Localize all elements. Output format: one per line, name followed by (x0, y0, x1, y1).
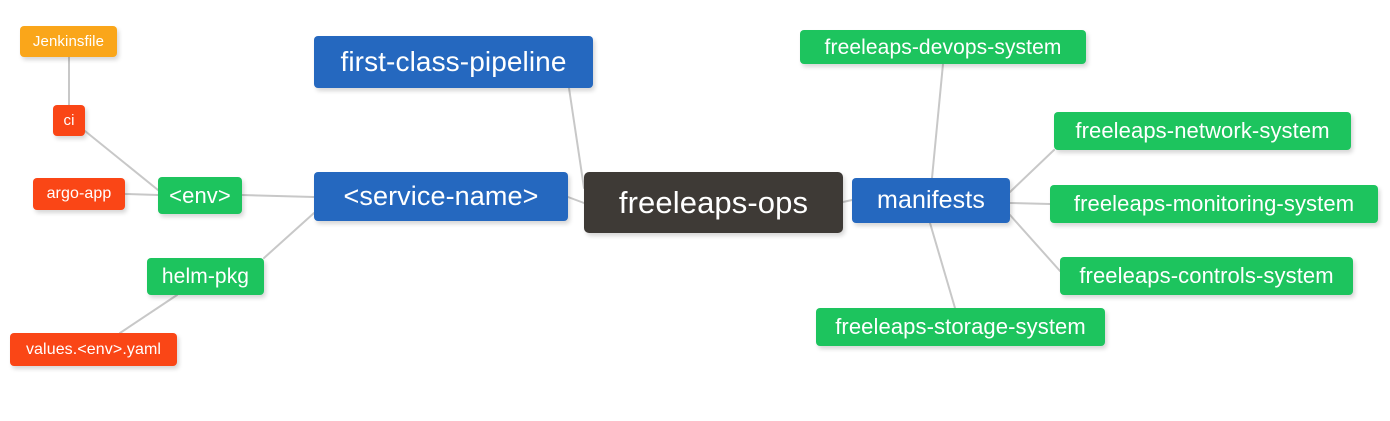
edge-manifests-to-freeleaps-controls-system (1009, 214, 1061, 272)
node-first-class-pipeline[interactable]: first-class-pipeline (314, 36, 593, 88)
edge-service-name-to-helm-pkg (263, 212, 315, 259)
node-ci[interactable]: ci (53, 105, 85, 136)
node-freeleaps-storage-system[interactable]: freeleaps-storage-system (816, 308, 1105, 346)
node-freeleaps-network-system[interactable]: freeleaps-network-system (1054, 112, 1351, 150)
node-freeleaps-controls-system[interactable]: freeleaps-controls-system (1060, 257, 1353, 295)
edge-manifests-to-freeleaps-devops-system (931, 63, 944, 179)
node-jenkinsfile[interactable]: Jenkinsfile (20, 26, 117, 57)
edge-manifests-to-freeleaps-monitoring-system (1009, 202, 1051, 205)
edge-helm-pkg-to-values-env-yaml (119, 294, 178, 334)
node-manifests[interactable]: manifests (852, 178, 1010, 223)
edge-manifests-to-freeleaps-network-system (1009, 149, 1055, 193)
edge-freeleaps-ops-to-first-class-pipeline (568, 87, 585, 189)
node-values-env-yaml[interactable]: values.<env>.yaml (10, 333, 177, 366)
edge-manifests-to-freeleaps-storage-system (929, 222, 956, 309)
node-env[interactable]: <env> (158, 177, 242, 214)
node-freeleaps-monitoring-system[interactable]: freeleaps-monitoring-system (1050, 185, 1378, 223)
edge-service-name-to-env (241, 194, 315, 198)
edge-freeleaps-ops-to-service-name (567, 196, 585, 204)
node-freeleaps-devops-system[interactable]: freeleaps-devops-system (800, 30, 1086, 64)
edge-env-to-argo-app (124, 193, 159, 196)
edge-freeleaps-ops-to-manifests (842, 199, 853, 203)
node-service-name[interactable]: <service-name> (314, 172, 568, 221)
node-freeleaps-ops[interactable]: freeleaps-ops (584, 172, 843, 233)
node-argo-app[interactable]: argo-app (33, 178, 125, 210)
node-helm-pkg[interactable]: helm-pkg (147, 258, 264, 295)
